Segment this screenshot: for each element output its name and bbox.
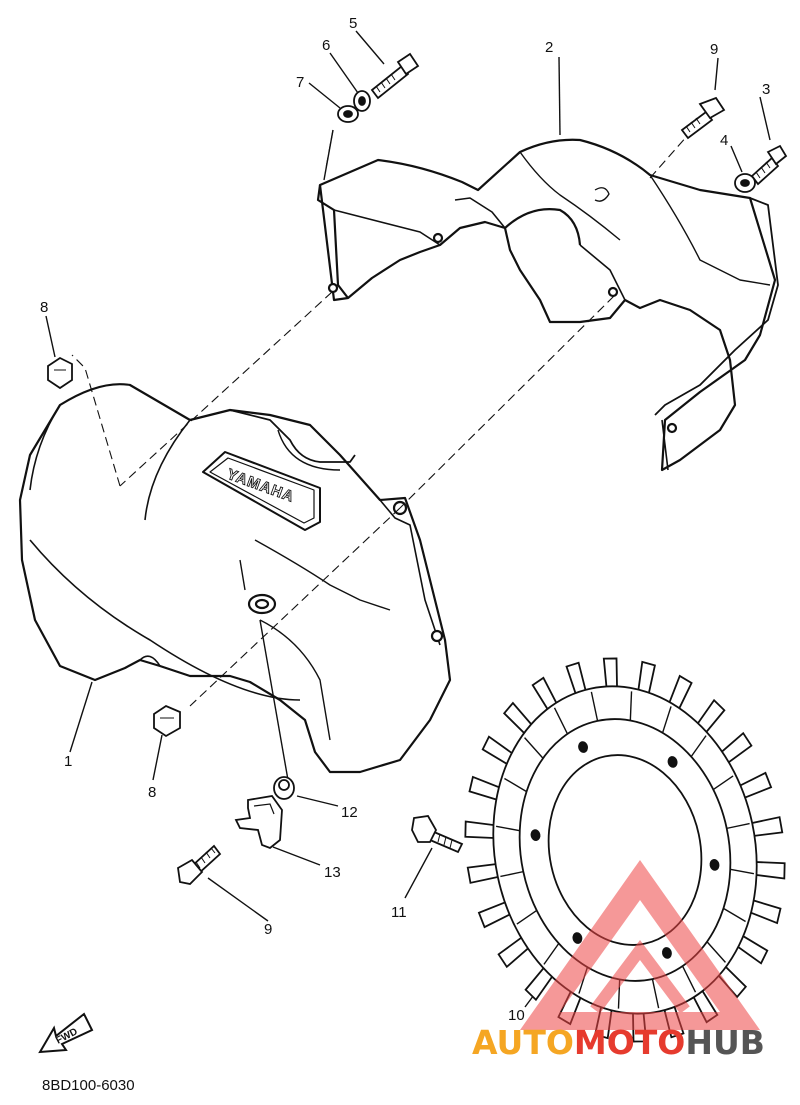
fan-spoke [690, 735, 707, 758]
fan-spoke [500, 870, 524, 878]
bolt-9-upper [680, 96, 726, 140]
fan-spoke [712, 775, 734, 791]
fan-spoke [524, 737, 544, 759]
fan-spoke [726, 822, 750, 830]
callout-12: 12 [341, 804, 358, 821]
bolt-11 [411, 815, 464, 854]
callout-3: 3 [762, 81, 770, 98]
fan-spoke [590, 691, 599, 722]
cooling-fan-part [464, 657, 786, 1043]
fan-spoke [516, 909, 538, 925]
washer-7 [337, 105, 359, 123]
fan-spoke [723, 907, 746, 923]
fan-spoke [681, 965, 697, 993]
watermark-auto: AUTO [472, 1023, 574, 1062]
callout-labels: 1 2 3 4 5 6 7 8 8 9 9 10 11 12 13 [40, 15, 770, 1024]
nut-8-lower [153, 704, 181, 738]
fan-spoke [730, 868, 755, 875]
callout-8-lower: 8 [148, 784, 156, 801]
bolt-3 [750, 144, 788, 186]
upper-shroud-part [316, 138, 779, 472]
fan-spoke [543, 942, 560, 965]
watermark-moto: MOTO [574, 1023, 685, 1062]
watermark-hub: HUB [685, 1023, 765, 1062]
callout-7: 7 [296, 74, 304, 91]
clip-13 [234, 795, 283, 850]
watermark-triangle-icon [520, 860, 760, 1030]
fan-bolt-hole [661, 947, 672, 959]
fan-spoke [706, 941, 726, 963]
callout-5: 5 [349, 15, 357, 32]
fan-spoke [661, 706, 672, 734]
fan-cover-part [18, 383, 452, 774]
forward-arrow-icon [38, 1012, 94, 1054]
washer-6 [353, 90, 371, 112]
washer-4 [734, 173, 756, 193]
fwd-label: FWD [54, 1026, 79, 1046]
fan-spoke [651, 978, 660, 1009]
callout-13: 13 [324, 864, 341, 881]
fan-bolt-hole [530, 829, 541, 841]
callout-11: 11 [391, 904, 407, 921]
callout-9-upper: 9 [710, 41, 718, 58]
bolt-9-lower [177, 844, 222, 885]
automotohub-watermark [520, 860, 760, 1030]
callout-10: 10 [508, 1007, 525, 1024]
callout-9-lower: 9 [264, 921, 272, 938]
diagram-code: 8BD100-6030 [42, 1077, 135, 1094]
fan-spoke [629, 691, 633, 721]
fan-spoke [495, 825, 520, 832]
callout-8-upper: 8 [40, 299, 48, 316]
watermark-brand-text: AUTOMOTOHUB [472, 1023, 765, 1062]
fan-spoke [504, 777, 527, 793]
fan-bolt-hole [578, 741, 589, 753]
fan-spoke [553, 707, 569, 735]
nut-8-upper [47, 356, 73, 390]
callout-2: 2 [545, 39, 553, 56]
callout-1: 1 [64, 753, 72, 770]
fan-bolt-hole [572, 932, 583, 944]
fan-bolt-hole [667, 756, 678, 768]
callout-4: 4 [720, 132, 728, 149]
callout-6: 6 [322, 37, 330, 54]
fan-bolt-hole [709, 859, 720, 871]
bolt-5 [370, 52, 420, 100]
leader-lines [45, 30, 771, 1008]
grommet-12 [273, 776, 295, 800]
